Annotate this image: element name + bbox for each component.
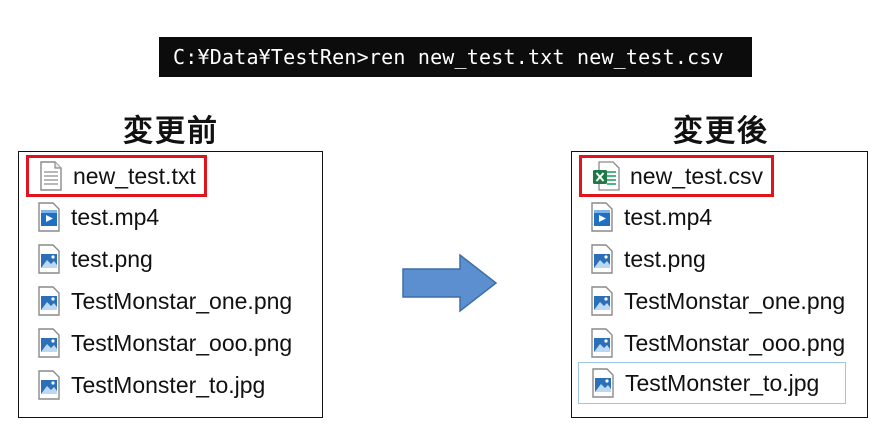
- file-name: TestMonster_to.jpg: [71, 371, 266, 398]
- video-file-icon: [591, 202, 613, 232]
- file-item-testmonster-to[interactable]: TestMonster_to.jpg: [37, 367, 265, 403]
- file-item-new-test-txt[interactable]: new_test.txt: [26, 155, 207, 197]
- file-name: new_test.txt: [73, 162, 196, 189]
- image-file-icon: [38, 244, 60, 274]
- video-file-icon: [38, 202, 60, 232]
- image-file-icon: [591, 286, 613, 316]
- excel-file-icon: [593, 161, 620, 191]
- image-file-icon: [38, 328, 60, 358]
- file-item-test-mp4[interactable]: test.mp4: [37, 199, 159, 235]
- text-file-icon: [40, 161, 62, 191]
- file-item-testmonstar-ooo[interactable]: TestMonstar_ooo.png: [590, 325, 845, 361]
- file-item-new-test-csv[interactable]: new_test.csv: [579, 155, 774, 197]
- command-input: >ren new_test.txt new_test.csv: [356, 45, 724, 69]
- file-list-after: new_test.csv test.mp4 test.png TestMonst…: [571, 151, 868, 418]
- image-file-icon: [591, 328, 613, 358]
- file-name: TestMonstar_one.png: [624, 287, 846, 314]
- file-item-testmonstar-one[interactable]: TestMonstar_one.png: [37, 283, 292, 319]
- file-name: test.mp4: [624, 203, 713, 230]
- file-name: TestMonster_to.jpg: [625, 369, 820, 396]
- file-name: test.png: [71, 245, 153, 272]
- image-file-icon: [38, 370, 60, 400]
- image-file-icon: [38, 286, 60, 316]
- heading-after: 変更後: [673, 114, 769, 149]
- file-item-test-png[interactable]: test.png: [590, 241, 706, 277]
- file-item-test-png[interactable]: test.png: [37, 241, 153, 277]
- file-item-testmonstar-one[interactable]: TestMonstar_one.png: [590, 283, 845, 319]
- file-list-before: new_test.txt test.mp4 test.png TestMonst…: [18, 151, 323, 418]
- image-file-icon: [592, 368, 614, 398]
- file-item-testmonstar-ooo[interactable]: TestMonstar_ooo.png: [37, 325, 292, 361]
- file-item-test-mp4[interactable]: test.mp4: [590, 199, 712, 235]
- image-file-icon: [591, 244, 613, 274]
- file-item-testmonster-to[interactable]: TestMonster_to.jpg: [578, 362, 847, 404]
- file-name: test.mp4: [71, 203, 160, 230]
- file-name: TestMonstar_ooo.png: [71, 329, 293, 356]
- heading-before: 変更前: [123, 114, 219, 149]
- right-arrow-icon: [402, 253, 498, 313]
- file-name: TestMonstar_one.png: [71, 287, 293, 314]
- file-name: TestMonstar_ooo.png: [624, 329, 846, 356]
- file-name: new_test.csv: [630, 162, 763, 189]
- command-prompt-line: C:¥Data¥TestRen >ren new_test.txt new_te…: [159, 37, 752, 77]
- file-name: test.png: [624, 245, 706, 272]
- prompt-path: C:¥Data¥TestRen: [173, 45, 357, 69]
